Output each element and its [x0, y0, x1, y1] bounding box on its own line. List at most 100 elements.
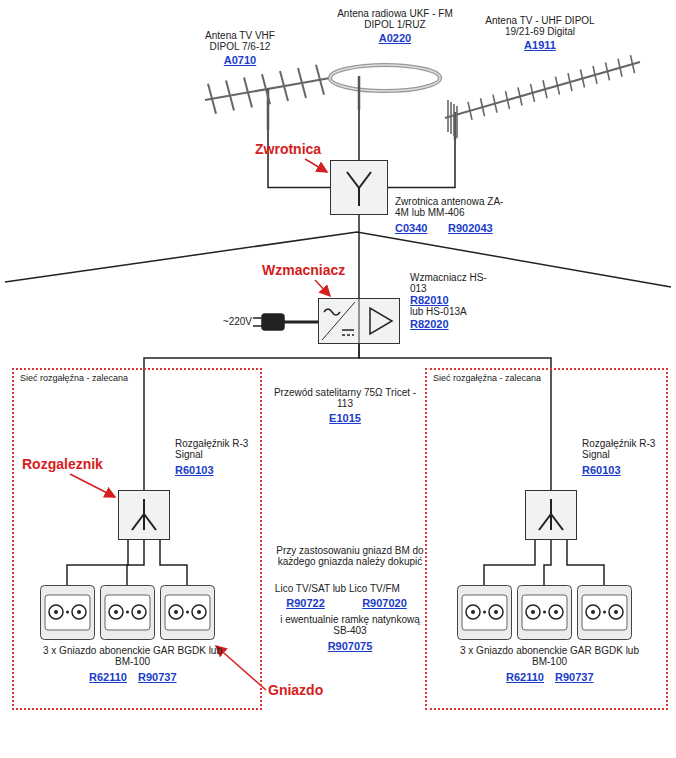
part-code: E1015: [270, 412, 420, 424]
splitter-box: Rozgałęźnik R-3 SignalR60103: [118, 490, 170, 540]
cable-segment: [359, 344, 551, 490]
antenna-element: [450, 102, 452, 134]
network-region: Sieć rozgałęźna - zalecanaRozgałęźnik R-…: [425, 368, 668, 710]
antenna-element: [531, 84, 535, 102]
antenna-element: [468, 102, 472, 120]
socket-symbols: [452, 585, 647, 643]
part-code: R82010: [410, 294, 480, 306]
antenna-element: [226, 81, 234, 111]
coax-cable: [484, 540, 604, 585]
cable-segment: [268, 130, 330, 188]
node-text: Antena TV - UHF DIPOL 19/21-69 Digital: [470, 15, 610, 37]
cable-segment: [567, 540, 604, 585]
part-code: A0710: [195, 54, 285, 66]
fm-antenna: [330, 65, 440, 110]
part-code: R62110: [452, 671, 544, 683]
antenna-element: [208, 84, 216, 114]
cable-segment: [358, 215, 360, 298]
coax-cable: [144, 344, 359, 490]
amplifier-symbol: [318, 298, 400, 344]
coax-cable: [268, 130, 330, 188]
callout-arrows: [70, 159, 330, 690]
part-code: R60103: [175, 464, 245, 476]
node-text: Rozgałęźnik R-3 Signal: [175, 438, 250, 460]
cable-segment: [160, 540, 187, 585]
antenna-element: [631, 55, 635, 73]
amplifier-box: Wzmacniacz HS-013R82010lub HS-013AR82020: [318, 298, 400, 344]
callout-label: Zwrotnica: [255, 141, 321, 157]
cable-segment: [144, 344, 359, 490]
antenna-element: [244, 77, 252, 107]
antenna-element: [481, 98, 485, 116]
callout-label: Rozgaleznik: [22, 456, 103, 472]
antenna-element: [568, 73, 572, 91]
antenna: Antena TV - UHF DIPOL 19/21-69 DigitalA1…: [430, 15, 645, 140]
note: Przy zastosowaniu gniazd BM do każdego g…: [275, 545, 425, 567]
plug: [253, 314, 318, 330]
node-text: Rozgałęźnik R-3 Signal: [582, 438, 657, 460]
node-text: 3 x Gniazdo abonenckie GAR BGDK lub BM-1…: [35, 645, 230, 667]
note: Lico TV/SAT lub: [262, 583, 346, 594]
cable-segment: [544, 540, 551, 585]
part-code: A0220: [325, 32, 465, 44]
antenna-element: [506, 91, 510, 109]
antenna-element: [606, 62, 610, 80]
antenna-element: [518, 87, 522, 105]
cable-note: Przewód satelitarny 75Ω Tricet - 113: [270, 387, 420, 409]
part-code: R907075: [275, 640, 425, 652]
part-code: R62110: [35, 671, 127, 683]
callout-label: Wzmacniacz: [262, 262, 345, 278]
part-code: R90722: [268, 597, 343, 609]
note: i ewentualnie ramkę natynkową SB-403: [275, 614, 425, 636]
antenna-element: [316, 65, 324, 95]
splitter-symbol: [118, 490, 170, 540]
socket-group: 3 x Gniazdo abonenckie GAR BGDK lub BM-1…: [452, 585, 647, 687]
node-text: Wzmacniacz HS-013: [410, 272, 488, 294]
network-region: Sieć rozgałęźna - zalecanaRozgałęźnik R-…: [12, 368, 262, 710]
part-code: R60103: [582, 464, 652, 476]
diplexer-box: Zwrotnica antenowa ZA-4M lub MM-406C0340…: [330, 160, 388, 215]
note: Lico TV/FM: [349, 583, 419, 594]
callout-label: Gniazdo: [268, 682, 323, 698]
antenna-element: [581, 70, 585, 88]
part-code: R82020: [410, 318, 480, 330]
socket-symbols: [35, 585, 230, 643]
coax-cable: [388, 140, 455, 188]
splitter-box: Rozgałęźnik R-3 SignalR60103: [525, 490, 577, 540]
antenna-element: [543, 80, 547, 98]
cable-segment: [67, 540, 128, 585]
vhf-antenna: [205, 65, 330, 130]
part-code: R907020: [347, 597, 422, 609]
coax-cable: [359, 344, 551, 490]
splitter-symbol: [525, 490, 577, 540]
part-code: R90737: [138, 671, 230, 683]
coax-cable: [359, 215, 360, 298]
roof-line: [5, 232, 671, 287]
node-text: Sieć rozgałęźna - zalecana: [18, 373, 130, 384]
antenna: Antena radiowa UKF - FM DIPOL 1/RUZ A0220: [325, 8, 465, 110]
antenna-element: [556, 77, 560, 95]
node-text: Sieć rozgałęźna - zalecana: [431, 373, 543, 384]
antenna-element: [447, 100, 449, 132]
diplexer-symbol: [330, 160, 388, 215]
antenna-element: [593, 66, 597, 84]
node-text: 3 x Gniazdo abonenckie GAR BGDK lub BM-1…: [452, 645, 647, 667]
antenna-element: [493, 95, 497, 113]
antenna-element: [456, 106, 458, 138]
cable-segment: [358, 110, 360, 160]
socket-group: 3 x Gniazdo abonenckie GAR BGDK lub BM-1…: [35, 585, 230, 687]
part-code: R90737: [555, 671, 647, 683]
antenna: Antena TV VHF DIPOL 7/6-12A0710: [185, 30, 335, 130]
part-code: C0340: [395, 222, 445, 234]
antenna-element: [262, 74, 270, 104]
coax-cable: [67, 540, 187, 585]
part-code: lub HS-013A: [410, 306, 490, 317]
node-text: Antena radiowa UKF - FM DIPOL 1/RUZ: [325, 8, 465, 30]
part-code: R902043: [448, 222, 510, 234]
cable-segment: [484, 540, 535, 585]
node-text: Antena TV VHF DIPOL 7/6-12: [195, 30, 285, 52]
node-text: Zwrotnica antenowa ZA-4M lub MM-406: [395, 196, 515, 218]
antenna-element: [453, 104, 455, 136]
cable-segment: [127, 540, 144, 585]
antenna-element: [618, 59, 622, 77]
